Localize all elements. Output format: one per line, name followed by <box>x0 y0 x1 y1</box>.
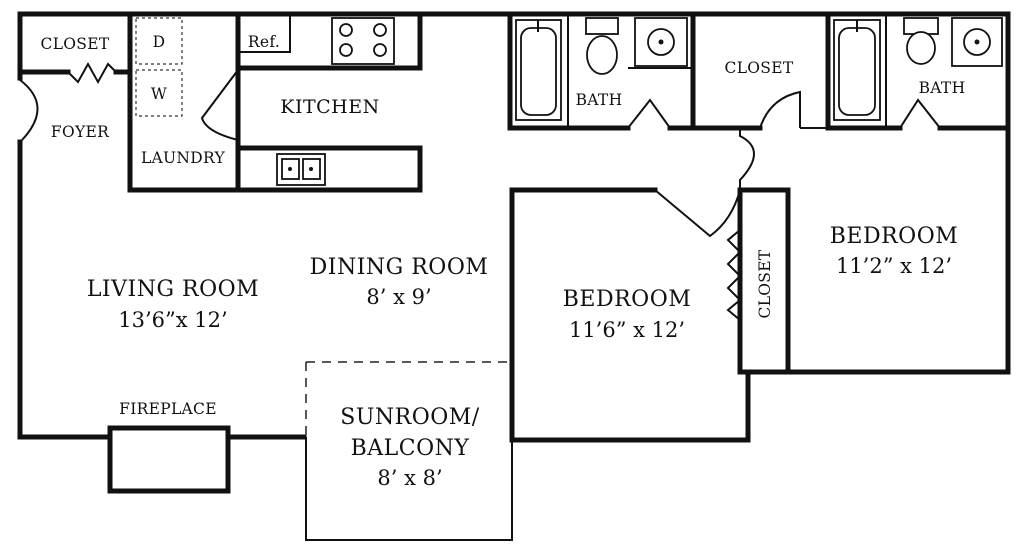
basin-icon <box>951 17 1003 67</box>
toilet-icon <box>903 17 939 65</box>
toilet-icon <box>585 17 619 75</box>
closet-label: CLOSET <box>41 35 110 53</box>
living-room-label: LIVING ROOM <box>87 277 259 302</box>
foyer-label: FOYER <box>51 123 110 141</box>
bathtub-icon <box>833 19 881 121</box>
basin-icon <box>634 17 688 67</box>
fireplace-hearth <box>107 425 231 494</box>
balcony-label: BALCONY <box>351 436 470 461</box>
washer-label: W <box>151 85 167 103</box>
washer-dryer <box>135 17 183 117</box>
refrigerator-label: Ref. <box>248 33 280 51</box>
bedroom-1-dimensions: 11’6” x 12’ <box>569 318 685 342</box>
hall-closet-label: CLOSET <box>725 59 794 77</box>
labels: CLOSET D W Ref. KITCHEN FOYER LAUNDRY BA… <box>41 33 966 490</box>
bedroom-2-door <box>739 128 755 190</box>
bath-2-walls <box>885 14 1011 131</box>
laundry-kitchen-walls <box>127 11 423 193</box>
dining-room-label: DINING ROOM <box>310 255 489 280</box>
bath-2-label: BATH <box>919 79 966 97</box>
bathtub-icon <box>515 19 562 121</box>
bedroom-2-dimensions: 11’2” x 12’ <box>836 254 952 278</box>
living-room-dimensions: 13’6”x 12’ <box>118 308 227 332</box>
sink-icon <box>276 153 326 186</box>
stove-icon <box>331 17 395 65</box>
bedroom-2-label: BEDROOM <box>830 224 959 249</box>
dryer-label: D <box>153 33 166 51</box>
entry-door <box>19 79 39 141</box>
fireplace-label: FIREPLACE <box>119 400 217 418</box>
laundry-door <box>200 69 239 141</box>
sunroom-outline <box>305 361 513 541</box>
sunroom-label: SUNROOM/ <box>340 405 480 430</box>
bedroom-1-label: BEDROOM <box>563 287 692 312</box>
bedroom-1-door <box>654 189 741 238</box>
bedroom-closet <box>726 187 791 375</box>
hall-closet-walls <box>690 11 903 131</box>
sunroom-dimensions: 8’ x 8’ <box>377 466 442 490</box>
laundry-label: LAUNDRY <box>141 149 226 167</box>
dining-room-dimensions: 8’ x 9’ <box>366 285 431 309</box>
bath-1-label: BATH <box>576 91 623 109</box>
entry-closet <box>17 61 133 85</box>
kitchen-label: KITCHEN <box>280 96 379 118</box>
bedroom-closet-label: CLOSET <box>756 249 774 318</box>
